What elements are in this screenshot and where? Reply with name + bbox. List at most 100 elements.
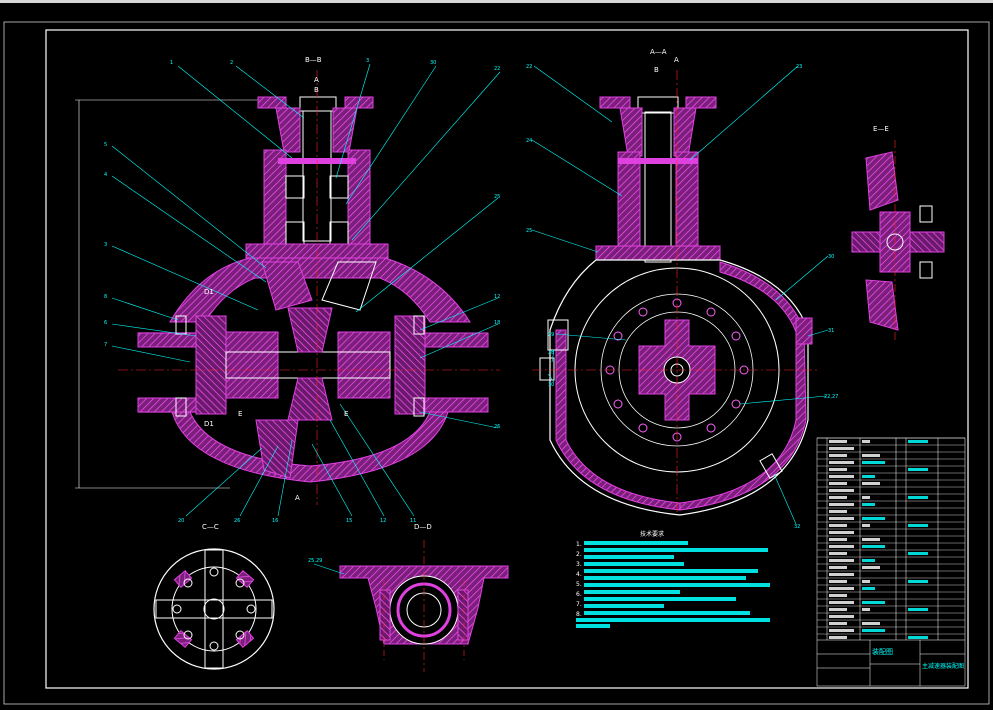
marker-a-bottom: A bbox=[295, 494, 300, 502]
svg-text:18: 18 bbox=[494, 320, 500, 326]
parts-cell-fill bbox=[862, 622, 880, 625]
company-name: 主减速器装配图 bbox=[922, 662, 964, 670]
parts-cell-fill bbox=[829, 587, 854, 590]
parts-cell-fill bbox=[862, 454, 880, 457]
parts-cell-fill bbox=[829, 454, 847, 457]
parts-cell-fill bbox=[829, 461, 854, 464]
svg-text:23: 23 bbox=[796, 64, 802, 70]
svg-text:30: 30 bbox=[828, 254, 834, 260]
svg-text:32: 32 bbox=[794, 524, 800, 530]
leader-lines bbox=[111, 63, 829, 575]
svg-text:26: 26 bbox=[234, 518, 240, 524]
inner-frame bbox=[45, 29, 969, 689]
parts-cell-fill bbox=[908, 524, 928, 527]
svg-text:31: 31 bbox=[828, 328, 834, 334]
parts-cell-fill bbox=[829, 622, 847, 625]
parts-cell-fill bbox=[908, 608, 928, 611]
svg-text:5: 5 bbox=[104, 142, 107, 148]
parts-cell-fill bbox=[829, 601, 854, 604]
svg-text:12: 12 bbox=[380, 518, 386, 524]
parts-cell-fill bbox=[829, 517, 854, 520]
section-label-dd: D—D bbox=[414, 523, 432, 531]
svg-text:15: 15 bbox=[346, 518, 352, 524]
svg-text:1: 1 bbox=[170, 60, 173, 66]
section-label-aa: A—A bbox=[650, 48, 667, 56]
svg-text:25: 25 bbox=[494, 194, 500, 200]
drawing-name: 装配图 bbox=[872, 647, 893, 656]
parts-cell-fill bbox=[829, 503, 854, 506]
parts-cell-fill bbox=[829, 559, 854, 562]
svg-text:30: 30 bbox=[548, 382, 554, 388]
parts-cell-fill bbox=[829, 440, 847, 443]
section-ee-view bbox=[851, 140, 945, 340]
svg-text:8.: 8. bbox=[576, 611, 582, 618]
parts-cell-fill bbox=[862, 496, 870, 499]
svg-text:26: 26 bbox=[494, 424, 500, 430]
parts-cell-fill bbox=[862, 475, 875, 478]
parts-cell-fill bbox=[862, 608, 870, 611]
parts-list bbox=[816, 437, 966, 687]
svg-text:11: 11 bbox=[410, 518, 416, 524]
svg-text:22,27: 22,27 bbox=[824, 394, 838, 400]
svg-text:12: 12 bbox=[494, 294, 500, 300]
marker-b-top: B bbox=[314, 86, 319, 94]
section-dd-view bbox=[339, 540, 509, 672]
svg-text:29: 29 bbox=[548, 332, 554, 338]
parts-cell-fill bbox=[862, 566, 880, 569]
parts-cell-fill bbox=[862, 545, 885, 548]
parts-cell-fill bbox=[829, 496, 847, 499]
parts-cell-fill bbox=[862, 629, 885, 632]
section-label-cc: C—C bbox=[202, 523, 219, 531]
parts-cell-fill bbox=[829, 531, 854, 534]
svg-text:24: 24 bbox=[526, 138, 532, 144]
parts-cell-fill bbox=[862, 440, 870, 443]
outer-frame bbox=[3, 21, 990, 705]
parts-cell-fill bbox=[829, 580, 847, 583]
section-label-ee: E—E bbox=[873, 125, 889, 133]
svg-text:22: 22 bbox=[494, 66, 500, 72]
svg-text:2.: 2. bbox=[576, 551, 582, 558]
parts-cell-fill bbox=[829, 545, 854, 548]
parts-cell-fill bbox=[829, 524, 847, 527]
parts-cell-fill bbox=[829, 475, 854, 478]
svg-text:5.: 5. bbox=[576, 581, 582, 588]
parts-cell-fill bbox=[829, 552, 847, 555]
parts-cell-fill bbox=[829, 629, 854, 632]
parts-cell-fill bbox=[829, 510, 847, 513]
parts-cell-fill bbox=[908, 440, 928, 443]
parts-cell-fill bbox=[829, 482, 847, 485]
marker-e-right: E bbox=[344, 410, 348, 418]
parts-cell-fill bbox=[862, 559, 875, 562]
svg-text:25,29: 25,29 bbox=[308, 558, 322, 564]
svg-text:25: 25 bbox=[526, 228, 532, 234]
parts-cell-fill bbox=[829, 447, 854, 450]
parts-cell-fill bbox=[862, 538, 880, 541]
svg-text:7: 7 bbox=[104, 342, 107, 348]
window-top-edge bbox=[0, 0, 993, 3]
section-label-bb: B—B bbox=[305, 56, 322, 64]
svg-text:6.: 6. bbox=[576, 591, 582, 598]
svg-text:1.: 1. bbox=[576, 541, 582, 548]
parts-cell-fill bbox=[908, 580, 928, 583]
parts-cell-fill bbox=[908, 468, 928, 471]
svg-text:30: 30 bbox=[430, 60, 436, 66]
svg-text:28: 28 bbox=[548, 350, 554, 356]
parts-cell-fill bbox=[829, 608, 847, 611]
svg-text:4.: 4. bbox=[576, 571, 582, 578]
parts-cell-fill bbox=[862, 517, 885, 520]
parts-cell-fill bbox=[829, 594, 847, 597]
parts-cell-fill bbox=[829, 489, 854, 492]
parts-rows bbox=[817, 437, 965, 639]
svg-text:6: 6 bbox=[104, 320, 107, 326]
tech-requirements: 1. 2. 3. 4. 5. 6. 7. 8. bbox=[576, 541, 770, 628]
tech-requirements-title: 技术要求 bbox=[640, 530, 664, 538]
parts-cell-fill bbox=[862, 482, 880, 485]
parts-cell-fill bbox=[862, 587, 875, 590]
svg-text:8: 8 bbox=[104, 294, 107, 300]
marker-d1-upper: D1 bbox=[204, 288, 214, 296]
svg-text:3: 3 bbox=[366, 58, 369, 64]
parts-cell-fill bbox=[829, 636, 847, 639]
parts-cell-fill bbox=[862, 580, 870, 583]
